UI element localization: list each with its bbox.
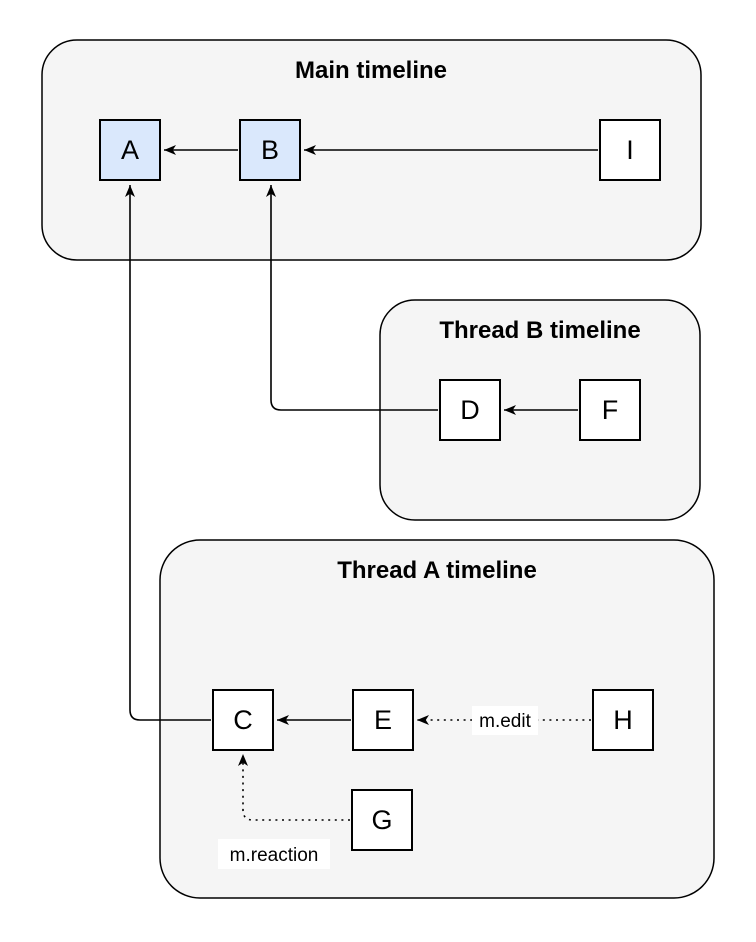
node-b-label: B <box>261 135 279 165</box>
edge-label-m-edit-text: m.edit <box>479 711 531 732</box>
node-b-box <box>239 119 301 181</box>
edge-g-to-c <box>238 754 350 821</box>
container-thread-b-timeline-title: Thread B timeline <box>439 317 640 344</box>
node-a: A <box>99 119 161 181</box>
node-d: D <box>439 379 501 441</box>
container-thread-a-timeline-box <box>159 539 715 899</box>
container-thread-a-timeline-title: Thread A timeline <box>337 557 537 584</box>
edge-d-to-b <box>266 185 438 411</box>
node-e: E <box>352 689 414 751</box>
node-c-label: C <box>233 705 253 735</box>
container-main-timeline-title: Main timeline <box>295 57 447 84</box>
edge-label-m-reaction-text: m.reaction <box>230 845 319 866</box>
node-g: G <box>351 789 413 851</box>
edge-label-m-edit: m.edit <box>472 706 538 735</box>
node-h: H <box>592 689 654 751</box>
edge-label-m-reaction-bg <box>218 839 330 869</box>
edge-c-to-a <box>125 185 211 721</box>
node-i: I <box>599 119 661 181</box>
node-a-box <box>99 119 161 181</box>
node-f: F <box>579 379 641 441</box>
node-h-label: H <box>613 705 633 735</box>
node-i-box <box>599 119 661 181</box>
node-c: C <box>212 689 274 751</box>
node-c-box <box>212 689 274 751</box>
node-d-box <box>439 379 501 441</box>
node-g-label: G <box>371 805 392 835</box>
node-h-box <box>592 689 654 751</box>
container-thread-a-timeline: Thread A timeline <box>159 539 715 899</box>
edge-label-m-reaction: m.reaction <box>218 839 330 869</box>
node-g-box <box>351 789 413 851</box>
node-f-label: F <box>602 395 619 425</box>
node-i-label: I <box>626 135 634 165</box>
node-f-box <box>579 379 641 441</box>
edge-label-m-edit-bg <box>472 706 538 735</box>
node-b: B <box>239 119 301 181</box>
node-d-label: D <box>460 395 480 425</box>
node-e-box <box>352 689 414 751</box>
node-a-label: A <box>121 135 139 165</box>
node-e-label: E <box>374 705 392 735</box>
